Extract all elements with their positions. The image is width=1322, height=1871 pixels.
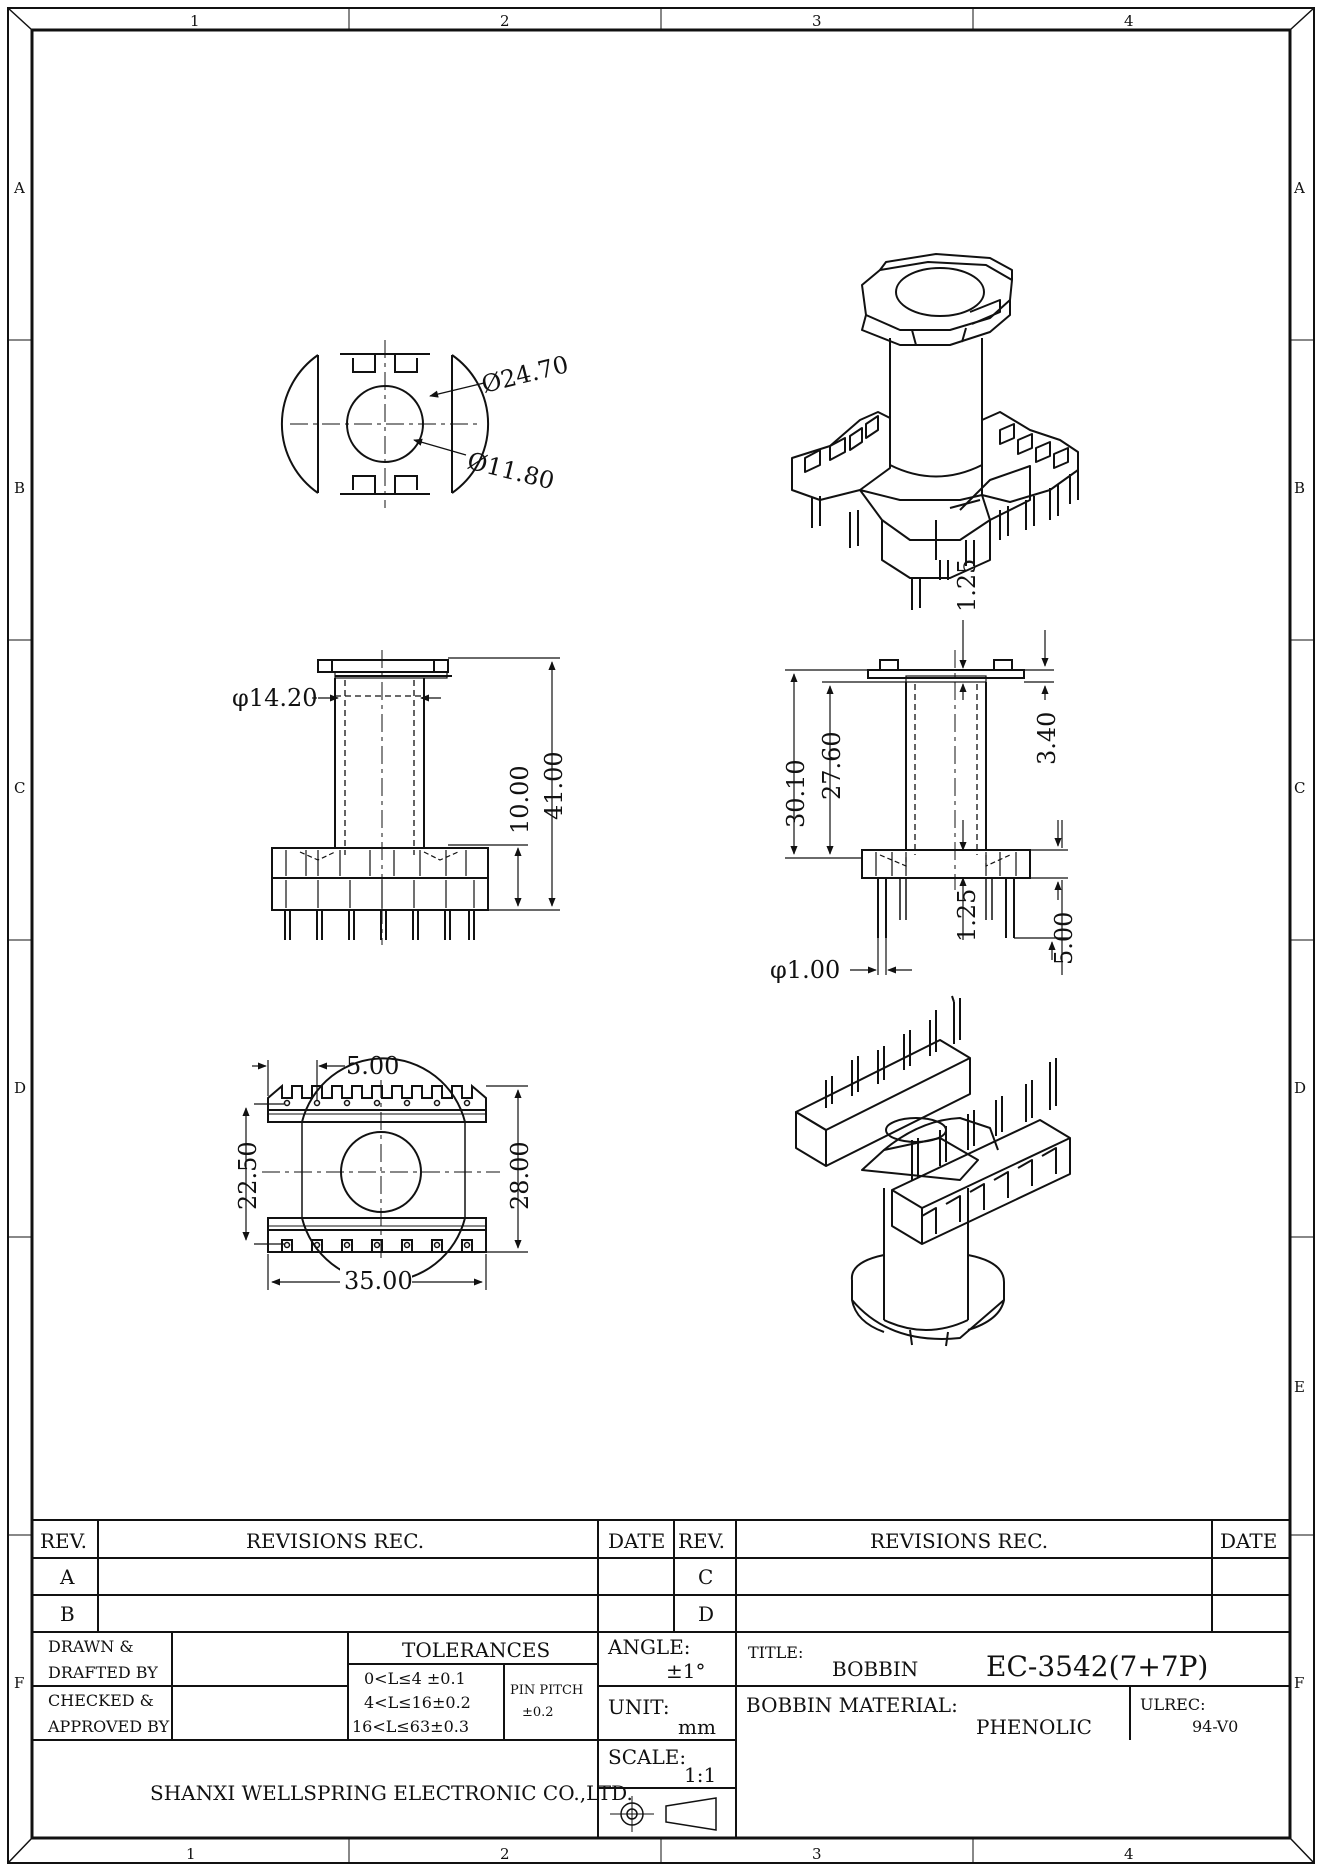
zone-row-f-right: F — [1294, 1674, 1304, 1692]
scale-label: SCALE: — [608, 1745, 686, 1769]
part-number: EC-3542(7+7P) — [986, 1650, 1208, 1683]
view-bottom — [242, 1057, 528, 1290]
checked-label-2: APPROVED BY — [47, 1717, 170, 1736]
rev-row-c: C — [698, 1565, 713, 1589]
title-label: TITLE: — [748, 1643, 803, 1662]
zone-row-e-right: E — [1294, 1378, 1305, 1396]
unit-label: UNIT: — [608, 1695, 670, 1719]
ulrec-value: 94-V0 — [1192, 1717, 1238, 1736]
rev-row-d: D — [698, 1602, 714, 1626]
tolerance-row-2: 4<L≤16±0.2 — [364, 1693, 471, 1712]
drawn-label-2: DRAFTED BY — [48, 1663, 158, 1682]
view-front — [271, 650, 560, 945]
drawn-label-1: DRAWN & — [48, 1637, 134, 1656]
dim-row-spacing: 22.50 — [234, 1141, 262, 1210]
zone-col-3-bottom: 3 — [812, 1845, 822, 1863]
dim-height-3010: 30.10 — [782, 759, 810, 828]
tolerance-row-3: 16<L≤63±0.3 — [352, 1717, 469, 1736]
dim-pin-diameter: φ1.00 — [770, 956, 840, 984]
zone-col-3-top: 3 — [812, 12, 822, 30]
zone-col-4-top: 4 — [1124, 12, 1134, 30]
angle-value: ±1° — [666, 1659, 705, 1683]
tolerances-label: TOLERANCES — [402, 1638, 550, 1662]
company-name: SHANXI WELLSPRING ELECTRONIC CO.,LTD. — [150, 1781, 633, 1805]
material-label: BOBBIN MATERIAL: — [746, 1693, 958, 1717]
unit-value: mm — [678, 1715, 716, 1739]
view-isometric-upright — [791, 253, 1079, 610]
zone-col-1-bottom: 1 — [186, 1845, 196, 1863]
dim-pin-length: 5.00 — [1050, 912, 1078, 965]
zone-col-2-bottom: 2 — [500, 1845, 510, 1863]
projection-symbol — [610, 1796, 717, 1832]
title-block — [32, 1519, 1291, 1838]
dim-window-height: 10.00 — [506, 765, 534, 834]
pin-pitch-tolerance: ±0.2 — [522, 1705, 554, 1720]
view-side — [785, 620, 1068, 975]
date-header-right: DATE — [1220, 1529, 1277, 1553]
zone-row-d-left: D — [14, 1079, 26, 1097]
angle-label: ANGLE: — [607, 1635, 691, 1659]
rev-header-right: REV. — [678, 1529, 725, 1553]
revisions-header-right: REVISIONS REC. — [870, 1529, 1048, 1553]
zone-row-c-left: C — [14, 779, 25, 797]
rev-header-left: REV. — [40, 1529, 87, 1553]
zone-col-1-top: 1 — [190, 12, 200, 30]
zone-row-b-left: B — [14, 479, 25, 497]
title-block-text: REV. REVISIONS REC. DATE REV. REVISIONS … — [40, 1529, 1277, 1805]
view-top-flange — [280, 340, 490, 508]
checked-label-1: CHECKED & — [48, 1691, 154, 1710]
dim-flange-diameter: Ø24.70 — [479, 350, 572, 399]
dim-offset-340: 3.40 — [1033, 712, 1061, 765]
dim-overall-depth: 28.00 — [506, 1141, 534, 1210]
date-header-left: DATE — [608, 1529, 665, 1553]
tolerance-row-1: 0<L≤4 ±0.1 — [364, 1669, 466, 1688]
dim-overall-height: 41.00 — [540, 751, 568, 820]
dim-flange-thickness-top: 1.25 — [953, 559, 981, 612]
dim-height-2760: 27.60 — [818, 731, 846, 800]
dim-core-diameter: φ14.20 — [232, 684, 318, 712]
zone-row-a-left: A — [13, 179, 25, 197]
dim-flange-thickness-bottom: 1.25 — [953, 889, 981, 942]
zone-row-a-right: A — [1293, 179, 1305, 197]
dim-pin-pitch: 5.00 — [346, 1052, 399, 1080]
material-value: PHENOLIC — [976, 1715, 1092, 1739]
zone-labels: 1 2 3 4 1 2 3 4 A B C D F A B C D E F — [13, 12, 1306, 1863]
title-value: BOBBIN — [832, 1657, 918, 1681]
zone-row-f-left: F — [14, 1674, 24, 1692]
zone-row-c-right: C — [1294, 779, 1305, 797]
dim-overall-width: 35.00 — [344, 1267, 413, 1295]
pin-pitch-label: PIN PITCH — [510, 1683, 583, 1698]
dim-bore-diameter: Ø11.80 — [465, 447, 558, 496]
sheet-frame — [7, 7, 1315, 1864]
scale-value: 1:1 — [684, 1763, 716, 1787]
dim-width-label-bg — [340, 1268, 412, 1292]
view-isometric-inverted — [795, 995, 1071, 1347]
zone-col-4-bottom: 4 — [1124, 1845, 1134, 1863]
revisions-header-left: REVISIONS REC. — [246, 1529, 424, 1553]
rev-row-b: B — [60, 1602, 75, 1626]
rev-row-a: A — [59, 1565, 75, 1589]
zone-col-2-top: 2 — [500, 12, 510, 30]
zone-row-b-right: B — [1294, 479, 1305, 497]
ulrec-label: ULREC: — [1140, 1695, 1205, 1714]
zone-row-d-right: D — [1294, 1079, 1306, 1097]
